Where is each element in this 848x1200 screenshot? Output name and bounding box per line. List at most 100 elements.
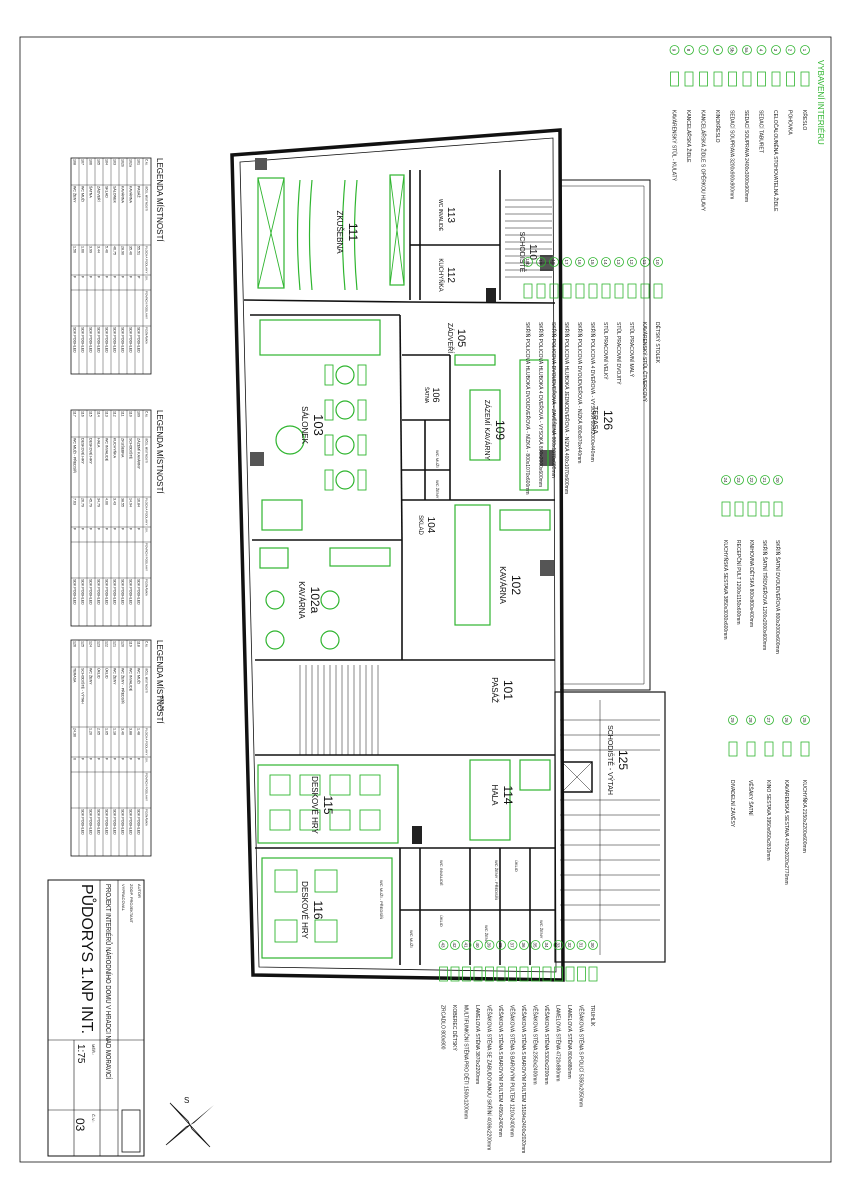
legend-text: VĚŠÁKY ŠATNÍ: [747, 780, 755, 816]
room-table-cell: WC INVALIDÉ: [128, 668, 133, 692]
room-table-cell: 3,99: [88, 246, 92, 253]
legend-number-badge: [756, 45, 767, 55]
room-name: DESKOVÉ HRY: [300, 881, 309, 939]
legend-number: 2: [788, 49, 793, 52]
scale-label: MĚŘ.:: [91, 1044, 96, 1055]
legend-number-badge: [760, 475, 770, 485]
legend-number-badge: [764, 715, 774, 725]
room-number: 106: [431, 387, 441, 402]
legend-number: 4: [759, 49, 764, 52]
legend-number: 34: [544, 942, 549, 948]
room-table-cell: ŠATNA: [88, 186, 93, 198]
legend-number: 43: [441, 942, 446, 948]
room-table-cell: 1,05: [104, 728, 108, 735]
furniture-kavarna102: [454, 504, 551, 626]
room-table-cell: ÚKLID: [96, 668, 101, 679]
room-table-header: SV.: [145, 528, 149, 533]
legend-number-badge: [523, 257, 533, 267]
legend-text: SKŘÍŇ POLICOVÁ HLUBOKÁ DVOUDVEŘOVÁ - NÍZ…: [524, 322, 532, 495]
legend-symbol: [542, 966, 552, 982]
room-table-cell: DESKOVÉ HRY: [80, 438, 85, 464]
room-table-cell: SDK PODHLED: [96, 327, 100, 353]
legend-text: VĚŠÁKOVÁ STĚNA 5300x2200mm: [543, 1005, 551, 1084]
legend-symbol: [800, 741, 810, 757]
legend-number-badge: [542, 940, 552, 950]
legend-number: 32: [567, 942, 572, 948]
legend-text: SEDACÍ SOUPRAVA 3200x900x900mm: [729, 110, 736, 199]
legend-header: VYBAVENÍ INTERIÉRU: [816, 60, 825, 145]
project-title: PROJEKT INTERIÉRŮ NÁRODNÍHO DOMU V HRADC…: [104, 884, 113, 1080]
room-table-cell: HALA: [96, 438, 100, 448]
room-table-cell: 3,44: [96, 246, 100, 253]
room-table-cell: F: [136, 528, 140, 531]
legend-text: KINO SESTAVA 3950x650x2810mm: [765, 780, 771, 861]
legend-number-badge: [653, 257, 663, 267]
legend-symbol: [782, 741, 792, 757]
room-table-cell: 3,88: [128, 728, 132, 735]
terrace-outline-inner: [560, 185, 645, 685]
label-wc-invalide-119: WC INVALIDÉ: [439, 860, 444, 886]
title-row-author: AUTOR: [137, 884, 142, 898]
legend-number: 23: [736, 477, 741, 483]
room-table-cell: F: [120, 758, 124, 761]
room-table-header: ÚČEL MÍSTNOSTI: [145, 438, 150, 463]
legend-symbol: [757, 71, 766, 87]
room-table-cell: F: [112, 276, 116, 279]
room-number: 104: [425, 517, 436, 534]
room-table-cell: SKLAD: [104, 186, 108, 198]
room-table-cell: 111: [120, 411, 124, 416]
legend-number: 9: [672, 49, 677, 52]
legend-number-badge: [800, 45, 810, 55]
room-table-cell: SDK PODHLED: [120, 809, 124, 835]
room-table-header: POZNÁMKA: [145, 327, 149, 344]
legend-symbol: [439, 966, 448, 982]
label-uklid-123: ÚKLID: [514, 860, 519, 872]
legend-symbol: [760, 501, 770, 517]
legend-text: SKŘÍŇ POLICOVÁ DVOUDVEŘOVÁ - ZAVĚŠENÁ 80…: [550, 322, 558, 478]
room-name: WC INVALIDÉ: [437, 199, 444, 232]
legend-symbol: [771, 71, 781, 87]
legend-number-badge: [496, 940, 506, 950]
room-name: SCHODIŠTĚ - VÝTAH: [606, 725, 615, 795]
room-table-cell: DESKOVÉ HRY: [88, 438, 93, 464]
room-110: 110 SCHODIŠTĚ: [518, 232, 538, 273]
room-name: ZKUŠEBNA: [335, 210, 344, 254]
room-103: 103 SÁLONEK: [300, 406, 326, 444]
room-table-cell: F: [88, 528, 92, 531]
legend-symbol: [728, 71, 737, 87]
stairs-110: [505, 199, 552, 278]
legend-text: VĚŠÁKOVÁ STĚNA S BAROVÝM PULTEM 15184x24…: [520, 1005, 528, 1153]
room-126: 126 TERASA: [591, 406, 615, 434]
room-table-cell: 101: [136, 159, 140, 165]
legend-number-badge: [438, 940, 449, 950]
legend-symbol: [713, 71, 723, 87]
legend-text: SKŘÍŇ POLICOVÁ HLUBOKÁ 4 DVEŘOVÁ - VYSOK…: [537, 322, 545, 487]
legend-symbol: [549, 283, 559, 299]
room-table-header: POVRCH PODLAHY: [145, 773, 149, 801]
legend-text: KAVÁRENSKÝ STŮL - KULATÝ: [671, 110, 678, 182]
legend-number: 10: [655, 259, 660, 265]
room-table-cell: 118: [136, 641, 140, 647]
legend-text: KUCHYŇSKÁ SESTAVA 3850x3030x600mm: [722, 540, 729, 640]
room-name: ZÁDVEŘÍ: [446, 323, 455, 353]
room-table-cell: F: [104, 758, 108, 761]
room-table-cell: F: [128, 528, 132, 531]
legend-text: SKŘÍŇ POLICOVÁ HLUBOKÁ JEDNODVEŘOVÁ - NÍ…: [563, 322, 571, 494]
legend-text: POHOVKA: [787, 110, 793, 135]
room-table-cell: SDK PODHLED: [88, 327, 92, 353]
legend-number: 30: [590, 942, 595, 948]
legend-text: SKŘÍŇ POLICOVÁ 4 DVEŘOVÁ - VYSOKÁ 800x20…: [589, 322, 597, 462]
room-table-cell: F: [80, 528, 84, 531]
legend-number: 21: [762, 477, 767, 483]
room-113: 113 WC INVALIDÉ: [437, 199, 456, 232]
